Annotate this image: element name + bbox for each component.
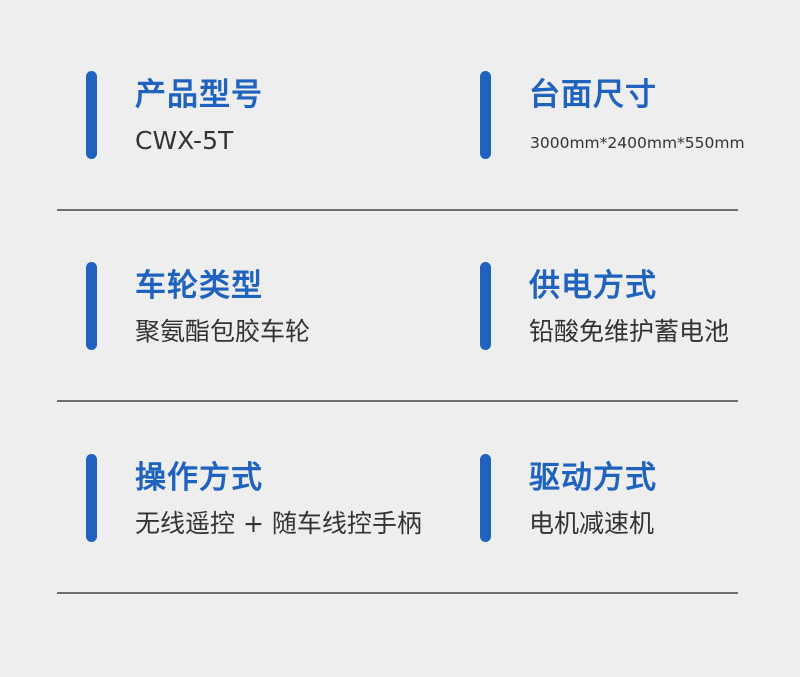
spec-value: 3000mm*2400mm*550mm [530,134,745,152]
accent-bar [86,71,97,159]
accent-bar [86,262,97,350]
accent-bar [86,454,97,542]
spec-label: 驱动方式 [529,460,657,496]
accent-bar [480,262,491,350]
divider [57,400,738,402]
spec-label: 产品型号 [135,77,263,113]
spec-value: 无线遥控 + 随车线控手柄 [135,509,422,538]
spec-label: 车轮类型 [135,268,263,304]
spec-value: 铅酸免维护蓄电池 [529,317,730,346]
divider [57,209,738,211]
accent-bar [480,454,491,542]
accent-bar [480,71,491,159]
spec-label: 台面尺寸 [529,77,657,113]
spec-value: 电机减速机 [529,509,655,538]
divider [57,592,738,594]
spec-value: CWX-5T [135,126,234,155]
spec-value: 聚氨酯包胶车轮 [135,317,311,346]
spec-label: 操作方式 [135,460,263,496]
spec-label: 供电方式 [529,268,657,304]
